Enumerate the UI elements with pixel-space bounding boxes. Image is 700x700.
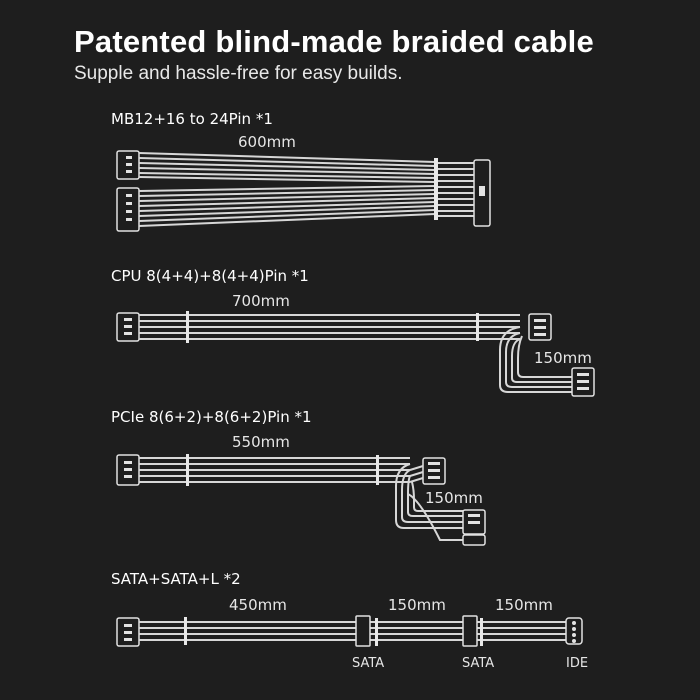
cable-pcie-illustration	[116, 454, 486, 546]
sata-connector-2	[462, 615, 478, 647]
cable-sata-illustration	[116, 615, 583, 647]
cable-label-mb: MB12+16 to 24Pin *1	[111, 110, 273, 128]
page-title: Patented blind-made braided cable	[74, 24, 594, 59]
cable-length-sata-1: 450mm	[229, 596, 287, 614]
cable-length-mb: 600mm	[238, 133, 296, 151]
cable-label-sata: SATA+SATA+L *2	[111, 570, 241, 588]
mb-comb	[434, 158, 438, 220]
cable-label-pcie: PCIe 8(6+2)+8(6+2)Pin *1	[111, 408, 312, 426]
cable-length-sata-2: 150mm	[388, 596, 446, 614]
sata-connector-1	[355, 615, 371, 647]
cable-length-pcie-branch: 150mm	[425, 489, 483, 507]
cable-length-pcie-main: 550mm	[232, 433, 290, 451]
cable-length-cpu-branch: 150mm	[534, 349, 592, 367]
mb-connector-16pin	[116, 187, 140, 232]
connector-tag-ide: IDE	[566, 656, 589, 671]
cable-cpu-illustration	[116, 311, 595, 397]
cable-label-cpu: CPU 8(4+4)+8(4+4)Pin *1	[111, 267, 309, 285]
connector-tag-sata-2: SATA	[462, 656, 495, 671]
page-subtitle: Supple and hassle-free for easy builds.	[74, 63, 403, 84]
cable-length-cpu-main: 700mm	[232, 292, 290, 310]
cable-mb-illustration	[116, 150, 491, 232]
connector-tag-sata-1: SATA	[352, 656, 385, 671]
cable-length-sata-3: 150mm	[495, 596, 553, 614]
pcie-connector-right-3	[462, 534, 486, 546]
